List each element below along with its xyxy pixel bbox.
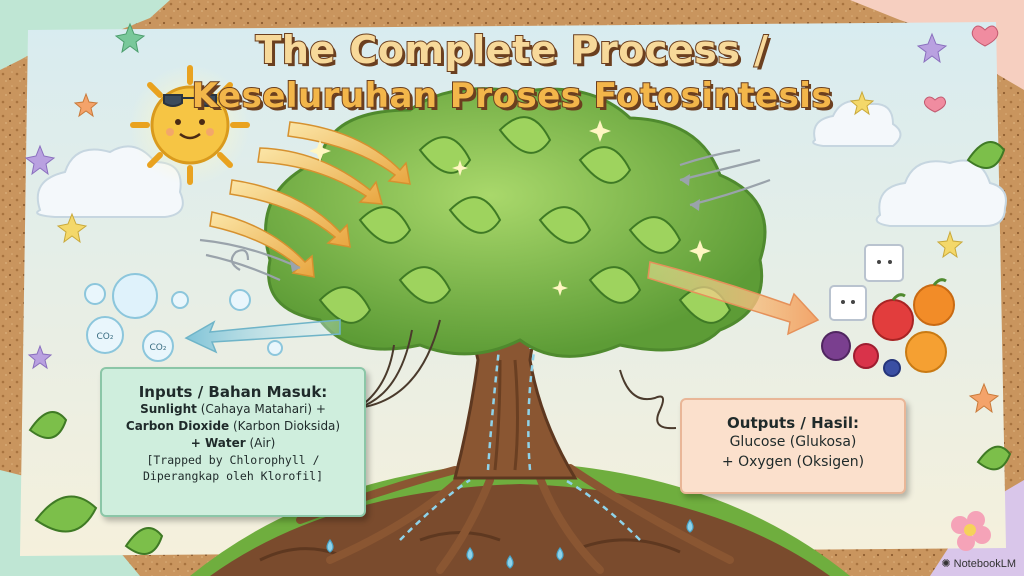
water-flow-arrows: [399, 339, 641, 541]
chlorophyll-note-line-1: [Trapped by Chlorophyll /: [146, 453, 320, 467]
sun-icon: [130, 65, 250, 185]
outputs-box: Outputs / Hasil: Glucose (Glukosa) + Oxy…: [680, 398, 906, 494]
inputs-co2-line: Carbon Dioxide (Karbon Dioksida): [102, 418, 364, 435]
sunlight-arrows: [209, 121, 411, 278]
sunlight-translation: (Cahaya Matahari) +: [196, 402, 326, 416]
co2-label-1: CO₂: [97, 332, 114, 342]
water-translation: (Air): [245, 436, 276, 450]
fruits-icon: [821, 278, 955, 377]
outputs-oxygen-line: + Oxygen (Oksigen): [721, 454, 865, 470]
sunlight-term: Sunlight: [140, 402, 197, 416]
water-term: Water: [204, 436, 246, 450]
co2-label-2: CO₂: [150, 343, 167, 353]
page-title-line-1: The Complete Process /: [254, 27, 769, 73]
co2-arrow: [184, 319, 341, 354]
outputs-glucose-line: Glucose (Glukosa): [729, 434, 857, 450]
water-prefix: +: [190, 436, 205, 450]
sunglasses-icon: [163, 94, 217, 107]
output-pointer-arrow: [619, 369, 677, 430]
tree-canopy: [264, 87, 767, 358]
co2-bubbles: [84, 273, 283, 362]
cloud-right-icon: [812, 100, 1007, 227]
notebooklm-logo-icon: ✺: [941, 558, 951, 570]
star-icons: [56, 90, 964, 259]
water-droplets-icon: [326, 518, 694, 569]
outputs-heading: Outputs / Hasil:: [727, 414, 859, 432]
outputs-arrow: [647, 261, 820, 336]
inputs-heading: Inputs / Bahan Masuk:: [138, 383, 328, 401]
co2-term: Carbon Dioxide: [125, 419, 230, 433]
brand-label: NotebookLM: [953, 558, 1016, 570]
brand-watermark: ✺ NotebookLM: [941, 557, 1016, 570]
inputs-box: Inputs / Bahan Masuk: Sunlight (Cahaya M…: [100, 367, 366, 517]
page-title-line-2: Keseluruhan Proses Fotosintesis: [191, 75, 833, 117]
colored-star-icons: [24, 22, 1000, 414]
soil-texture: [259, 531, 681, 562]
roots: [296, 464, 734, 574]
trunk-texture: [493, 359, 519, 471]
chlorophyll-note-line-2: Diperangkap oleh Klorofil]: [142, 469, 323, 483]
paper-scrap-top-left: [0, 0, 170, 70]
wind-arrowheads: [290, 174, 700, 272]
inputs-water-line: + Water (Air): [102, 435, 364, 452]
inputs-sunlight-line: Sunlight (Cahaya Matahari) +: [102, 401, 364, 418]
flower-icon: [951, 511, 991, 551]
leaf-decor-icons: [28, 141, 1012, 555]
co2-translation: (Karbon Dioksida): [229, 419, 341, 433]
sparkle-icons: [309, 120, 711, 296]
glucose-cubes-icon: [829, 244, 904, 321]
heart-icons: [924, 25, 999, 113]
